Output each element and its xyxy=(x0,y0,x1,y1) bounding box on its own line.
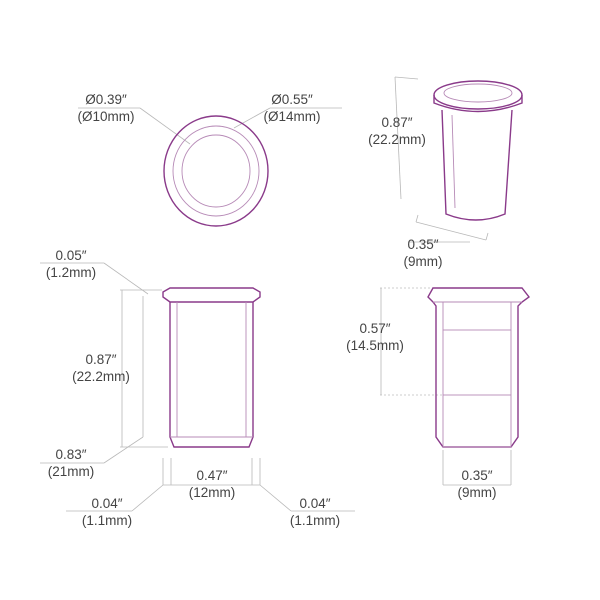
perspective-height-extension-top xyxy=(394,76,419,80)
section-counterbore xyxy=(442,301,512,331)
perspective-body-highlight xyxy=(451,114,456,209)
perspective-width-imperial: 0.35″ xyxy=(407,237,439,252)
right-wall-metric: (1.1mm) xyxy=(289,513,341,528)
outer-diameter-leader-diagonal xyxy=(233,107,271,129)
total-height-metric: (22.2mm) xyxy=(72,369,130,384)
left-wall-label: 0.04″ (1.1mm) xyxy=(70,495,144,529)
perspective-height-metric: (22.2mm) xyxy=(368,132,426,147)
total-height-label: 0.87″ (22.2mm) xyxy=(56,351,146,385)
perspective-flange-side xyxy=(433,95,523,113)
side-body-bottom-leader xyxy=(103,436,144,464)
bore-depth-metric: (14.5mm) xyxy=(346,338,404,353)
side-body xyxy=(169,302,254,448)
section-width-imperial: 0.35″ xyxy=(461,468,493,483)
section-outline xyxy=(427,287,531,448)
outer-diameter-metric: (Ø14mm) xyxy=(263,109,321,124)
bore-circle xyxy=(181,134,251,208)
section-width-label: 0.35″ (9mm) xyxy=(443,467,511,501)
flange-thickness-label: 0.05″ (1.2mm) xyxy=(36,247,106,281)
inner-diameter-label: Ø0.39″ (Ø10mm) xyxy=(60,91,152,125)
perspective-flange-top xyxy=(433,80,523,110)
outer-circle xyxy=(163,115,269,227)
side-view xyxy=(40,262,355,512)
perspective-height-line xyxy=(394,76,402,200)
perspective-view xyxy=(394,76,523,243)
section-view xyxy=(380,287,531,486)
top-view xyxy=(78,107,342,227)
section-bore xyxy=(442,394,512,448)
outer-diameter-imperial: Ø0.55″ xyxy=(271,92,313,107)
bore-depth-label: 0.57″ (14.5mm) xyxy=(330,320,420,354)
body-height-label: 0.83″ (21mm) xyxy=(36,446,106,480)
section-width-metric: (9mm) xyxy=(457,485,497,500)
perspective-width-tick-right xyxy=(485,232,489,241)
flange-thickness-metric: (1.2mm) xyxy=(45,265,97,280)
side-right-wall-leader xyxy=(259,484,292,512)
flange-width-label: 0.47″ (12mm) xyxy=(176,467,248,501)
left-wall-imperial: 0.04″ xyxy=(91,496,123,511)
inner-diameter-leader-diagonal xyxy=(139,107,191,145)
total-height-imperial: 0.87″ xyxy=(85,352,117,367)
perspective-height-imperial: 0.87″ xyxy=(381,115,413,130)
flange-width-imperial: 0.47″ xyxy=(196,468,228,483)
side-top-extension-diagonal xyxy=(103,262,149,295)
perspective-width-line xyxy=(415,221,487,241)
perspective-width-tick-left xyxy=(415,214,419,223)
outer-diameter-label: Ø0.55″ (Ø14mm) xyxy=(246,91,338,125)
right-wall-label: 0.04″ (1.1mm) xyxy=(278,495,352,529)
perspective-body xyxy=(441,109,513,221)
perspective-flange-inner xyxy=(443,83,513,103)
flange-thickness-imperial: 0.05″ xyxy=(55,248,87,263)
side-left-wall-leader xyxy=(131,484,164,512)
inner-diameter-imperial: Ø0.39″ xyxy=(85,92,127,107)
body-height-imperial: 0.83″ xyxy=(55,447,87,462)
inner-diameter-metric: (Ø10mm) xyxy=(77,109,135,124)
left-wall-metric: (1.1mm) xyxy=(81,513,133,528)
perspective-width-label: 0.35″ (9mm) xyxy=(388,236,458,270)
side-flange xyxy=(162,287,261,303)
bore-depth-imperial: 0.57″ xyxy=(359,321,391,336)
perspective-height-label: 0.87″ (22.2mm) xyxy=(352,114,442,148)
inner-ring xyxy=(172,125,260,217)
perspective-width-metric: (9mm) xyxy=(403,254,443,269)
right-wall-imperial: 0.04″ xyxy=(299,496,331,511)
flange-width-metric: (12mm) xyxy=(188,485,236,500)
body-height-metric: (21mm) xyxy=(47,464,95,479)
